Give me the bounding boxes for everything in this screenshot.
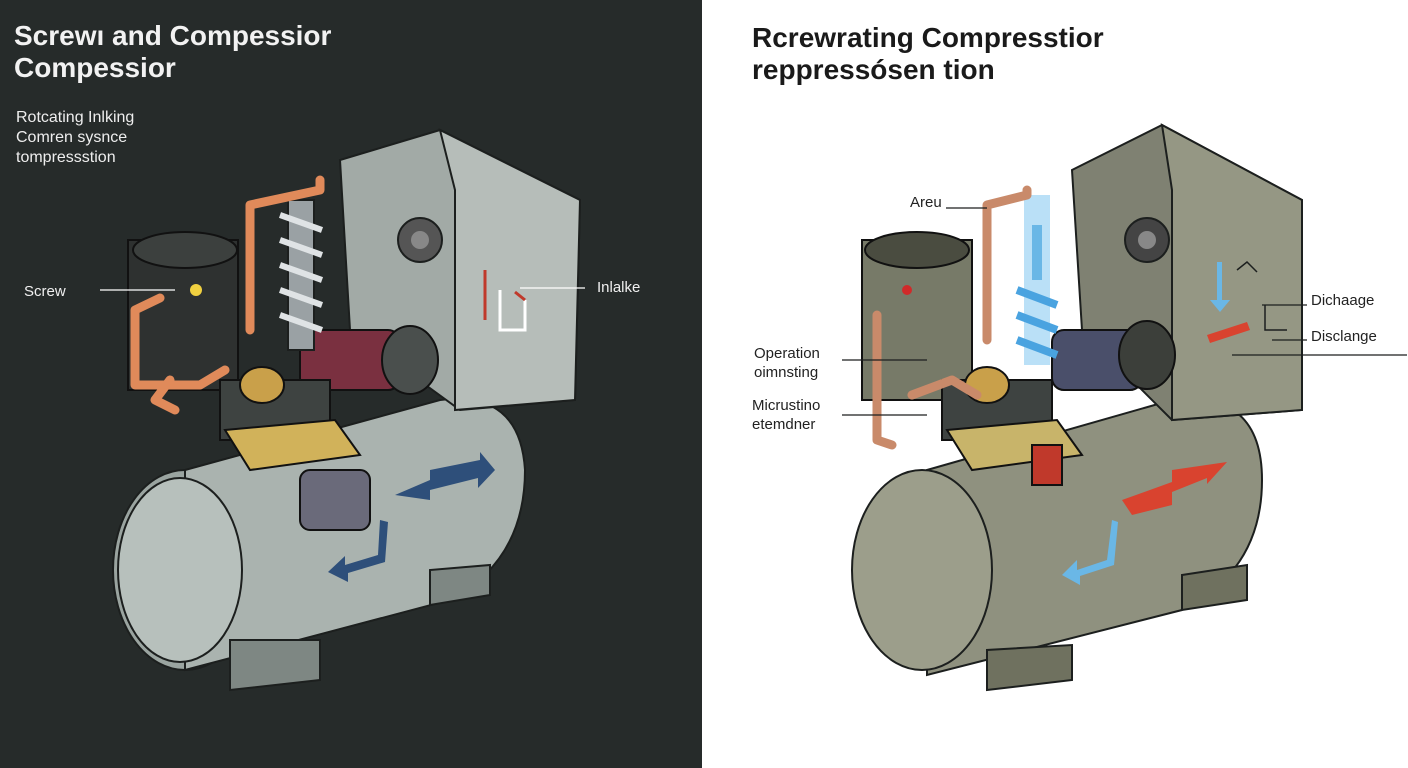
left-title: Screwı and Compessior Compessior [14,20,331,84]
label-operation: Operation oimnsting [754,344,820,382]
label-operation-line2: oimnsting [754,364,819,381]
left-title-line1: Screwı and Compessior [14,20,332,51]
right-drive [941,320,1176,486]
label-dichaage: Dichaage [1311,292,1375,309]
left-subtitle-line: Comren sysnce [16,129,128,146]
left-subtitle-line: tompressstion [16,149,116,166]
left-drive [219,325,439,531]
left-title-line2: Compessior [14,52,176,83]
left-screw-rotor [278,199,324,351]
right-title: Rcrewrating Compresstior reppressósen ti… [752,22,1104,86]
right-illustration-panel: Rcrewrating Compresstior reppressósen ti… [702,0,1408,768]
left-intake-symbol [483,270,527,332]
label-micrustino-line2: etemdner [752,416,816,433]
label-intake: Inlalke [597,279,641,296]
right-leader-lines [842,207,1407,416]
label-micrustino: Micrustino etemdner [752,396,820,434]
label-micrustino-line1: Micrustino [752,397,821,414]
left-compressor-illustration [100,128,585,692]
right-compressor-illustration [842,123,1407,692]
right-title-line2: reppressósen tion [752,54,995,85]
left-subtitle: Rotcating Inlking Comren sysnce tompress… [16,108,134,168]
left-subtitle-line: Rotcating Inlking [16,109,135,126]
right-title-line1: Rcrewrating Compresstior [752,22,1104,53]
left-illustration-panel: Screwı and Compessior Compessior Rotcati… [0,0,702,768]
right-flow-arrows [1062,262,1250,585]
label-operation-line1: Operation [754,345,820,362]
right-tank [851,398,1264,692]
left-flow-arrows [328,452,495,582]
right-pipes [872,185,1032,450]
label-disclange: Disclange [1311,328,1377,345]
left-pipes [130,175,325,415]
right-screw-rotor [1015,195,1059,365]
label-screw: Screw [24,283,66,300]
label-areu: Areu [910,194,942,211]
discharge-symbol [1236,260,1287,331]
left-motor [127,231,239,391]
